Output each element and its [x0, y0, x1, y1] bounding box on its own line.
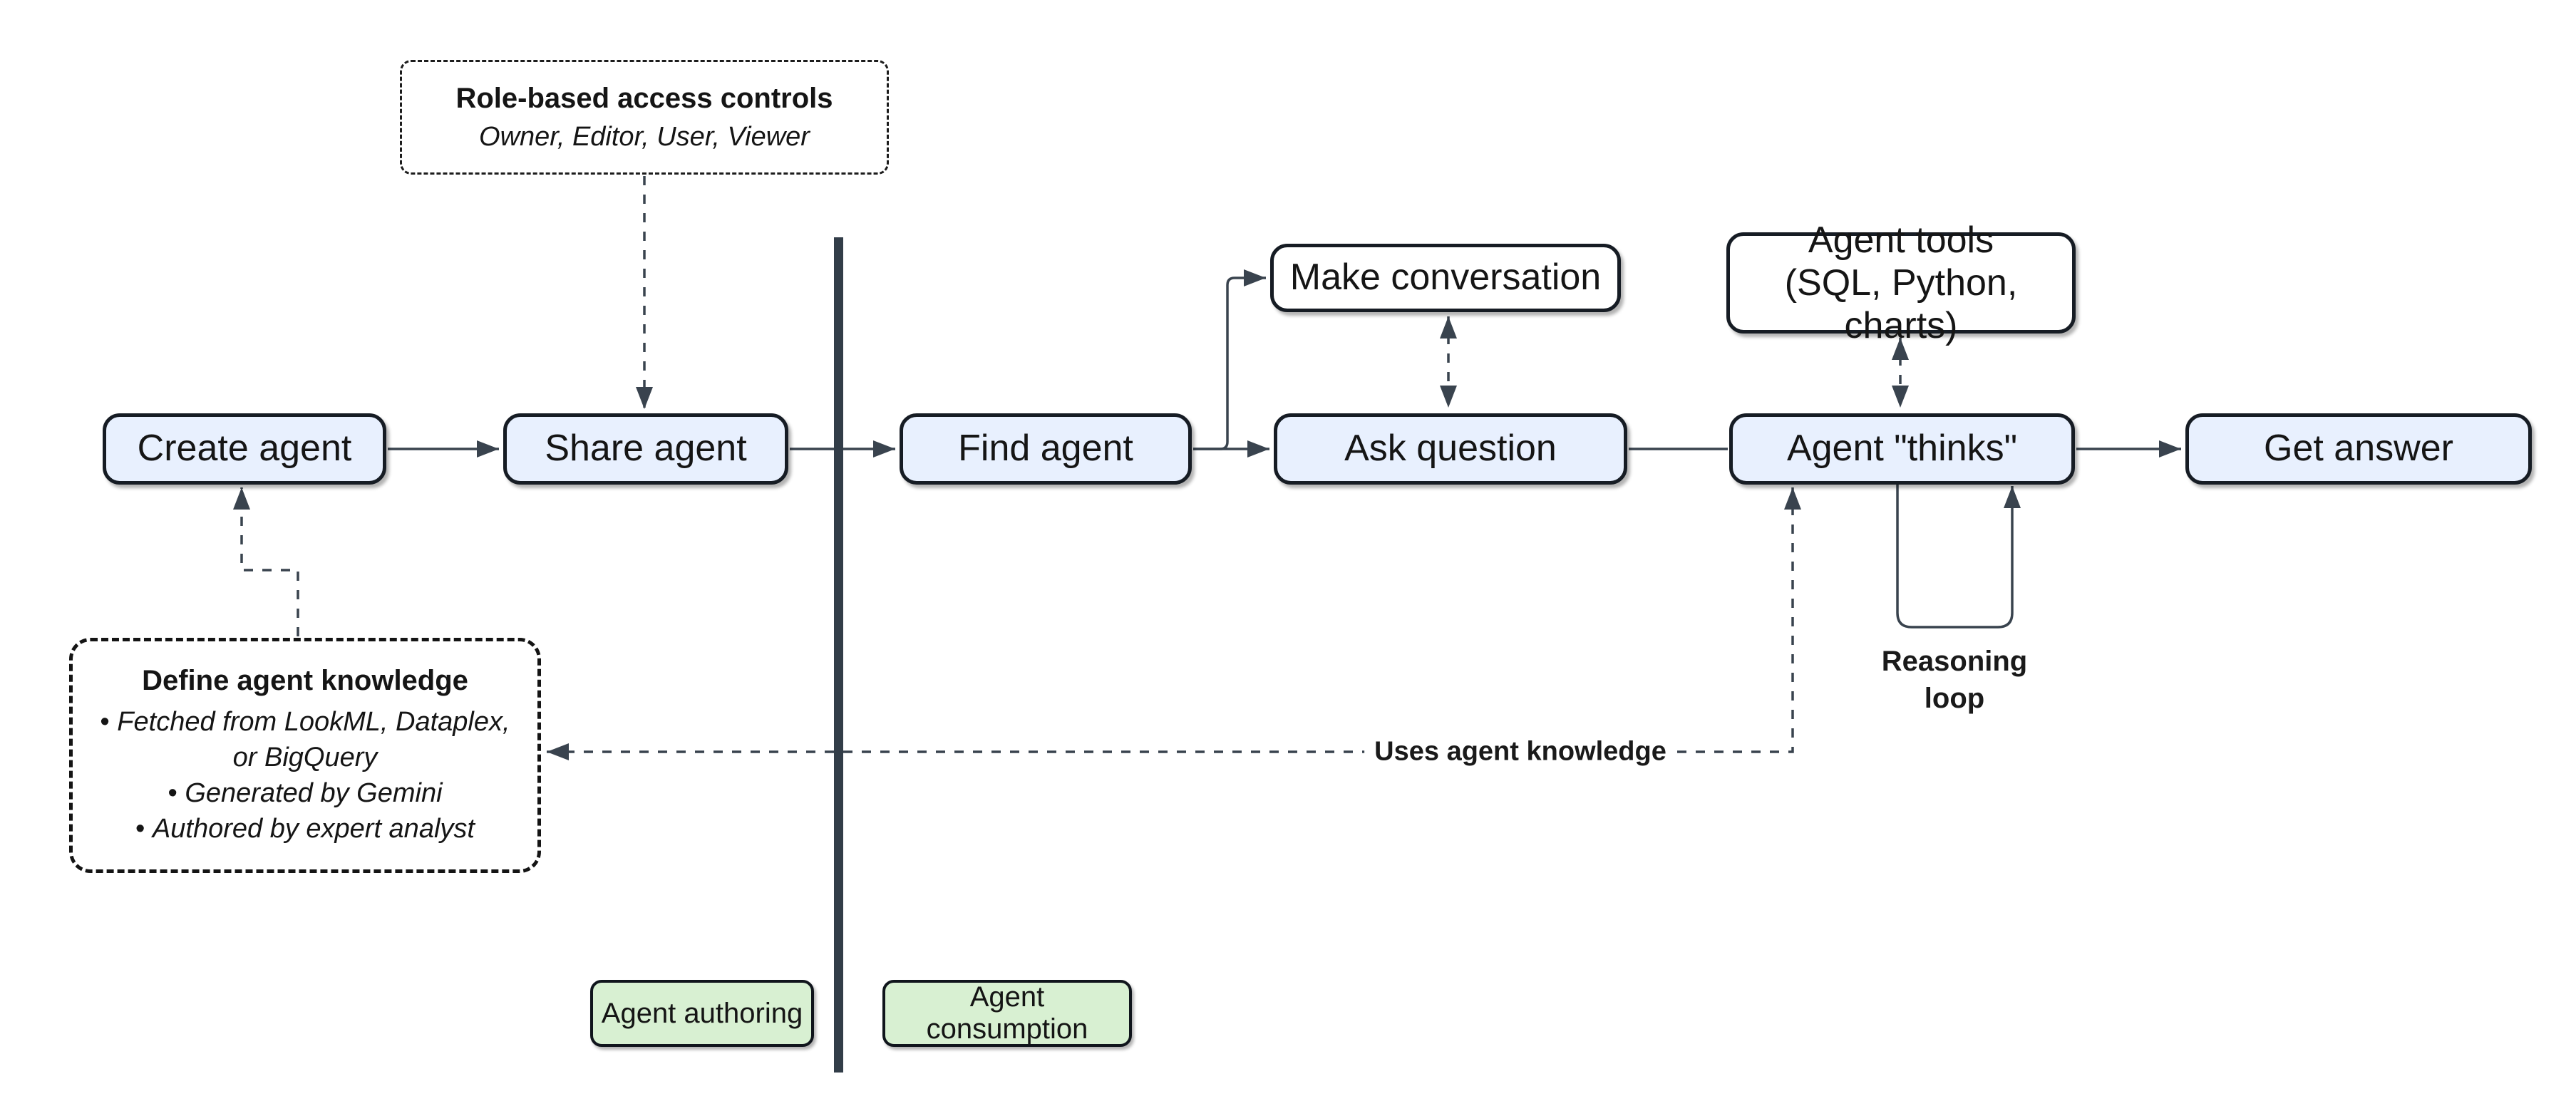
zone-agent-consumption-label: Agent consumption — [926, 981, 1088, 1045]
note-rbac-subtitle: Owner, Editor, User, Viewer — [479, 121, 810, 152]
node-find-agent: Find agent — [900, 413, 1192, 485]
node-share-agent: Share agent — [503, 413, 788, 485]
edge-find-to-makeconv — [1193, 269, 1266, 450]
note-rbac: Role-based access controls Owner, Editor… — [400, 60, 889, 175]
reasoning-loop-line2: loop — [1924, 683, 1985, 714]
node-agent-tools-line2: (SQL, Python, charts) — [1784, 262, 2018, 346]
node-agent-thinks: Agent "thinks" — [1729, 413, 2075, 485]
uses-knowledge-label: Uses agent knowledge — [1364, 736, 1676, 768]
knowledge-bullet: Authored by expert analyst — [97, 811, 513, 847]
node-get-answer: Get answer — [2185, 413, 2532, 485]
zone-agent-consumption: Agent consumption — [882, 980, 1132, 1047]
node-make-conversation: Make conversation — [1270, 244, 1621, 312]
node-agent-tools: Agent tools (SQL, Python, charts) — [1726, 219, 2076, 346]
authoring-consumption-divider — [834, 237, 843, 1073]
reasoning-loop-line1: Reasoning — [1881, 646, 2028, 677]
edge-reasoning-loop — [1896, 483, 2021, 629]
zone-agent-authoring: Agent authoring — [590, 980, 814, 1047]
node-create-agent-label: Create agent — [137, 428, 352, 470]
note-knowledge: Define agent knowledge Fetched from Look… — [69, 638, 541, 873]
node-get-answer-label: Get answer — [2264, 428, 2453, 470]
zone-agent-authoring-label: Agent authoring — [601, 997, 803, 1029]
note-knowledge-title: Define agent knowledge — [142, 664, 468, 696]
node-ask-question: Ask question — [1274, 413, 1627, 485]
knowledge-bullet: Fetched from LookML, Dataplex, or BigQue… — [97, 704, 513, 775]
node-create-agent: Create agent — [103, 413, 386, 485]
node-ask-question-label: Ask question — [1344, 428, 1557, 470]
note-knowledge-bullets: Fetched from LookML, Dataplex, or BigQue… — [97, 704, 513, 847]
node-find-agent-label: Find agent — [958, 428, 1133, 470]
edge-uses-knowledge — [547, 487, 1801, 760]
note-rbac-title: Role-based access controls — [455, 82, 833, 114]
node-share-agent-label: Share agent — [545, 428, 747, 470]
edge-knowledge-to-create — [233, 487, 299, 636]
node-make-conversation-label: Make conversation — [1289, 257, 1602, 299]
reasoning-loop-label: Reasoning loop — [1882, 643, 2027, 717]
knowledge-bullet: Generated by Gemini — [97, 775, 513, 811]
node-agent-tools-line1: Agent tools — [1808, 219, 1994, 261]
node-agent-thinks-label: Agent "thinks" — [1786, 428, 2018, 470]
